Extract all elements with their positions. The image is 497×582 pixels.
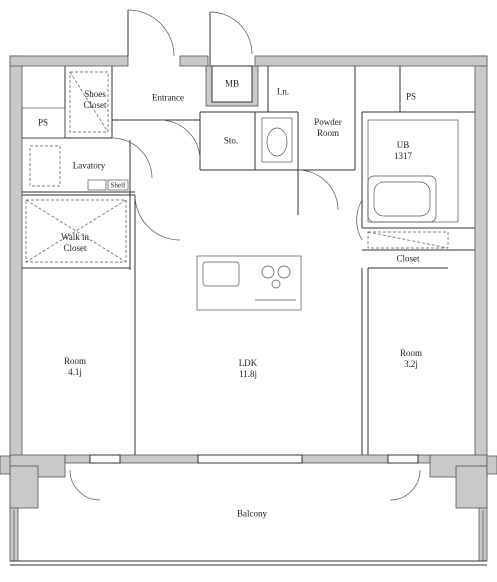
shelf-label: Shelf [110, 181, 126, 190]
ps-left-box [21, 107, 66, 139]
entrance-label: Entrance [152, 92, 184, 103]
lavatory-label: Lavatory [72, 160, 106, 171]
mb-box [205, 65, 259, 107]
walk-in-closet-shelf [25, 199, 127, 263]
label-line: 11.8j [239, 369, 257, 379]
toilet [261, 117, 293, 163]
room-right-label: Room 3.2j [400, 348, 422, 370]
ldk-label: LDK 11.8j [239, 358, 258, 380]
ub-label: UB 1317 [394, 140, 412, 162]
sto-label: Sto. [223, 135, 239, 146]
lavatory-fixtures [29, 145, 129, 191]
label-line: Shoes [84, 89, 106, 99]
closet-label: Closet [396, 253, 420, 264]
label-line: Closet [63, 243, 87, 253]
balcony-windows[interactable] [89, 454, 419, 464]
label-line: Walk in [60, 232, 90, 242]
room-left-label: Room 4.1j [64, 356, 86, 378]
walk-in-closet-label: Walk in Closet [61, 232, 89, 254]
balcony-label: Balcony [237, 508, 267, 519]
shoes-closet-label: Shoes Closet [83, 89, 106, 111]
ps-top-right-label: PS [405, 91, 417, 102]
bathtub [367, 119, 459, 223]
door-swings [69, 119, 421, 501]
ln-label: Ln. [276, 86, 290, 97]
mb-label: MB [224, 78, 240, 89]
powder-room-label: Powder Room [314, 117, 342, 139]
label-line: Closet [83, 100, 107, 110]
kitchen-island [196, 255, 302, 311]
closet-right-shelf [367, 231, 449, 249]
label-line: Room [63, 356, 87, 366]
balcony-rail [10, 510, 487, 566]
label-line: Room [399, 348, 423, 358]
entrance-door[interactable] [127, 9, 253, 66]
label-line: UB [396, 140, 410, 150]
label-line: 4.1j [68, 367, 82, 377]
label-line: 3.2j [404, 359, 418, 369]
ps-left-label: PS [37, 117, 49, 128]
shoes-closet-shelf [69, 71, 109, 133]
label-line: LDK [238, 358, 258, 368]
label-line: Room [316, 128, 339, 138]
label-line: 1317 [394, 151, 412, 161]
label-line: Powder [314, 117, 342, 127]
